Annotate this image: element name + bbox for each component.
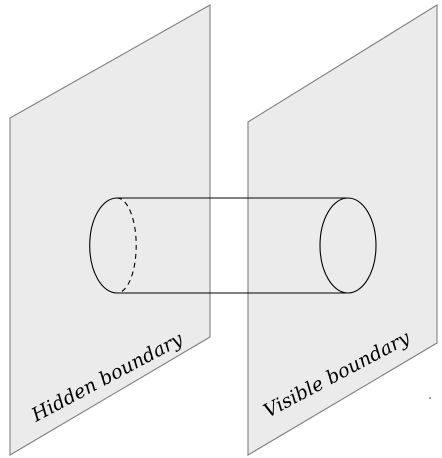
- tube-right-end: [319, 197, 377, 294]
- stray-dot: [429, 397, 431, 399]
- tube-left-end-front-arc: [89, 197, 118, 294]
- visible-boundary-plane: [247, 4, 438, 456]
- hidden-boundary-plane: [9, 4, 211, 456]
- tube-left-end-hidden-arc: [116, 197, 137, 294]
